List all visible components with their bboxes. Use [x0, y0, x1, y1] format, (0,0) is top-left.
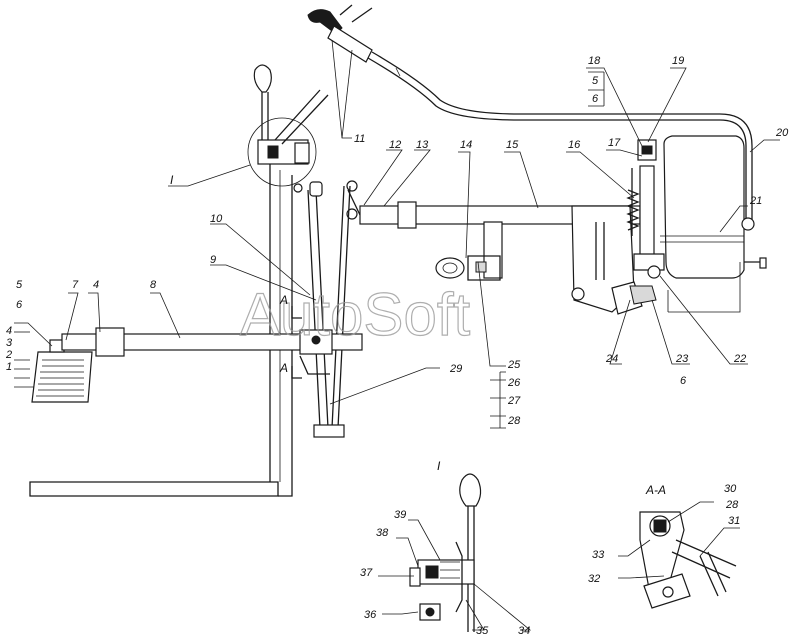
cab-frame [29, 160, 293, 497]
section-marker-upper: A [279, 293, 288, 307]
callout-6-right: 6 [592, 93, 599, 105]
callout-28-inset: 28 [725, 499, 739, 511]
callout-28-main: 28 [507, 415, 521, 427]
callout-5-right: 5 [592, 75, 599, 87]
callout-25: 25 [507, 359, 521, 371]
callout-27: 27 [507, 395, 521, 407]
callout-18: 18 [588, 55, 601, 67]
callout-36: 36 [364, 609, 377, 621]
callout-6-left: 6 [16, 299, 23, 311]
accelerator-pedal [31, 327, 363, 403]
detail-i-inset-label: I [437, 459, 441, 473]
callout-34: 34 [518, 625, 530, 637]
callout-32: 32 [588, 573, 600, 585]
callout-35: 35 [476, 625, 489, 637]
callout-6-bottom: 6 [680, 375, 687, 387]
watermark-text: AutoSoft [240, 281, 470, 348]
callout-30: 30 [724, 483, 737, 495]
callout-5-left: 5 [16, 279, 23, 291]
callout-22: 22 [733, 353, 746, 365]
callout-20: 20 [775, 127, 789, 139]
leader-lines [14, 39, 780, 631]
detail-i-label: I [170, 173, 174, 187]
callout-19: 19 [672, 55, 684, 67]
callout-1: 1 [6, 361, 12, 373]
callout-2: 2 [5, 349, 12, 361]
callout-7: 7 [72, 279, 79, 291]
throttle-knob-and-cable [307, 4, 753, 222]
callout-4-upper: 4 [93, 279, 99, 291]
callout-37: 37 [360, 567, 373, 579]
callout-4-lower: 4 [6, 325, 12, 337]
callout-24: 24 [605, 353, 618, 365]
callout-8: 8 [150, 279, 157, 291]
callout-29: 29 [449, 363, 462, 375]
callout-10: 10 [210, 213, 223, 225]
callout-26: 26 [507, 377, 521, 389]
callout-15: 15 [506, 139, 519, 151]
detail-i-view [409, 473, 482, 632]
callout-39: 39 [394, 509, 406, 521]
section-marker-lower: A [279, 361, 288, 375]
pump-regulator [571, 135, 767, 315]
section-a-a-label: A-A [645, 483, 666, 497]
callout-13: 13 [416, 139, 429, 151]
section-a-a-view [639, 511, 737, 609]
callout-17: 17 [608, 137, 621, 149]
linkage-rods [293, 181, 351, 438]
callout-numbers: 5 6 7 4 8 4 3 2 1 9 10 11 12 13 14 15 16… [5, 55, 789, 637]
callout-31: 31 [728, 515, 740, 527]
callout-21: 21 [749, 195, 762, 207]
callout-11: 11 [354, 133, 365, 145]
callout-33: 33 [592, 549, 605, 561]
callout-23: 23 [675, 353, 689, 365]
callout-9: 9 [210, 254, 216, 266]
callout-16: 16 [568, 139, 581, 151]
hand-throttle-lever [247, 64, 329, 187]
center-bracket [435, 221, 503, 281]
callout-14: 14 [460, 139, 472, 151]
callout-3: 3 [6, 337, 13, 349]
callout-12: 12 [389, 139, 401, 151]
callout-38: 38 [376, 527, 389, 539]
